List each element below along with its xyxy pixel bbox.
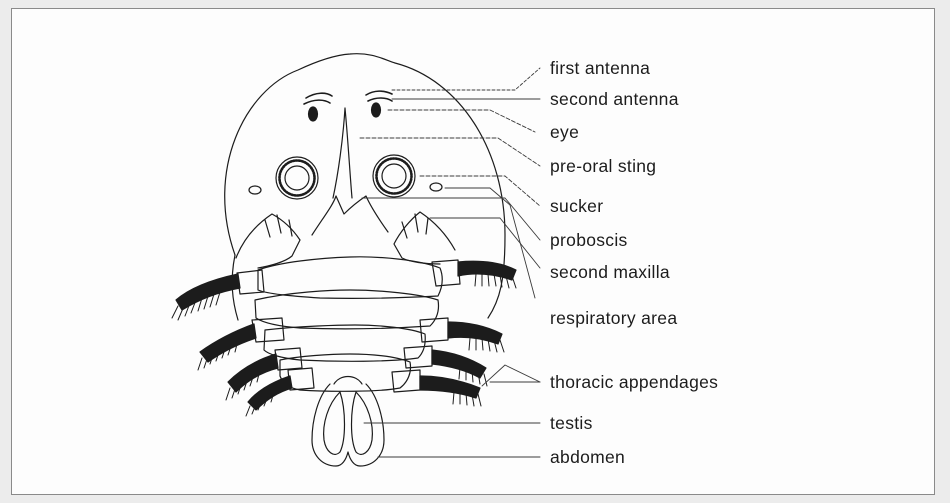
label-abdomen: abdomen bbox=[550, 447, 625, 467]
leg-right-1 bbox=[458, 261, 516, 288]
second-maxillae bbox=[236, 212, 455, 268]
leg-left-1 bbox=[172, 274, 240, 320]
abdomen-drawing bbox=[312, 377, 384, 467]
carapace-outline bbox=[225, 54, 505, 318]
first-antenna-mark bbox=[304, 91, 392, 104]
left-sucker bbox=[276, 157, 318, 199]
label-first-antenna: first antenna bbox=[550, 58, 650, 78]
leader-lines bbox=[360, 68, 540, 457]
pre-oral-sting bbox=[333, 108, 352, 198]
label-second-maxilla: second maxilla bbox=[550, 262, 670, 282]
leg-right-4 bbox=[420, 376, 481, 406]
label-respiratory-area: respiratory area bbox=[550, 308, 677, 328]
label-pre-oral-sting: pre-oral sting bbox=[550, 156, 656, 176]
label-sucker: sucker bbox=[550, 196, 603, 216]
left-eye bbox=[309, 107, 318, 121]
right-respiratory-oval bbox=[430, 183, 442, 191]
leg-left-2 bbox=[198, 324, 256, 370]
label-second-antenna: second antenna bbox=[550, 89, 679, 109]
thoracic-appendages-drawing bbox=[172, 261, 516, 416]
leg-left-4 bbox=[246, 376, 292, 416]
left-respiratory-oval bbox=[249, 186, 261, 194]
leg-right-2 bbox=[448, 322, 504, 352]
leader-first-antenna bbox=[392, 68, 540, 90]
proboscis-shape bbox=[312, 196, 388, 235]
thoracic-segments bbox=[237, 257, 460, 392]
leader-eye bbox=[388, 110, 535, 132]
label-testis: testis bbox=[550, 413, 593, 433]
right-eye bbox=[372, 103, 381, 117]
right-sucker bbox=[373, 155, 415, 197]
leader-respiratory-area bbox=[445, 188, 535, 298]
label-thoracic-appendages: thoracic appendages bbox=[550, 372, 718, 392]
leader-thoracic-1 bbox=[482, 365, 540, 386]
leader-pre-oral-sting bbox=[360, 138, 540, 166]
testis-left bbox=[324, 392, 345, 454]
label-eye: eye bbox=[550, 122, 579, 142]
label-proboscis: proboscis bbox=[550, 230, 628, 250]
